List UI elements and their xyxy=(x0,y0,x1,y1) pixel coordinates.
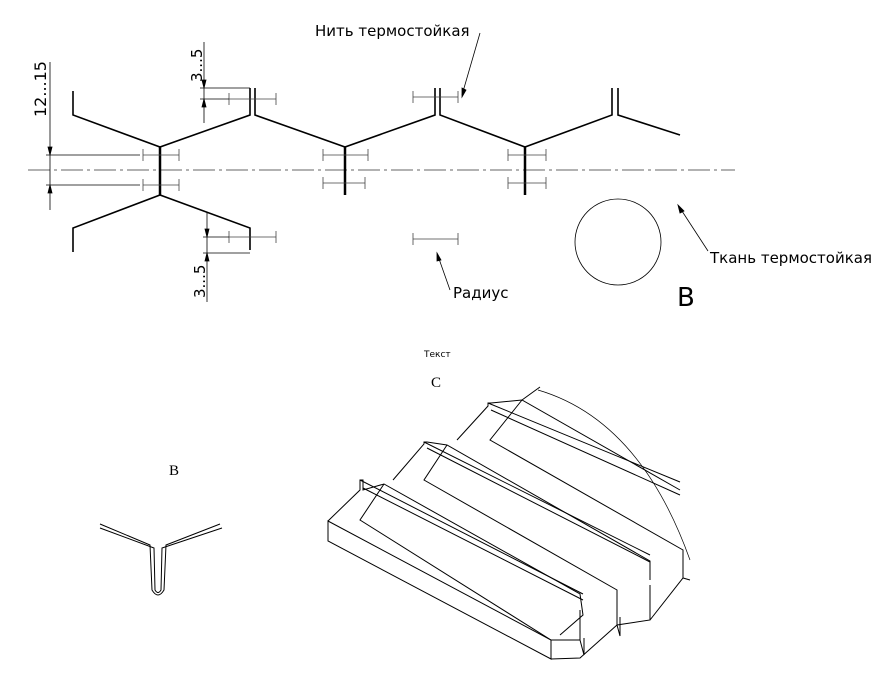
detail-circle xyxy=(574,198,662,286)
honeycomb-profile xyxy=(72,88,681,252)
isometric-view-c xyxy=(327,386,691,660)
dim-top-fold: 3...5 xyxy=(188,49,206,82)
stitch-marks xyxy=(142,91,547,245)
dim-cell-height: 12...15 xyxy=(31,61,50,117)
thread-label: Нить термостойкая xyxy=(315,22,470,40)
detail-b-view xyxy=(99,523,223,596)
detail-marker-b: B xyxy=(677,283,695,313)
view-b-label: B xyxy=(169,463,179,479)
fabric-label: Ткань термостойкая xyxy=(709,249,872,267)
view-c-label: C xyxy=(431,375,441,391)
dimension-lines xyxy=(46,32,709,302)
text-label: Текст xyxy=(423,350,451,360)
dim-bottom-fold: 3...5 xyxy=(191,265,209,298)
radius-label: Радиус xyxy=(453,284,508,302)
